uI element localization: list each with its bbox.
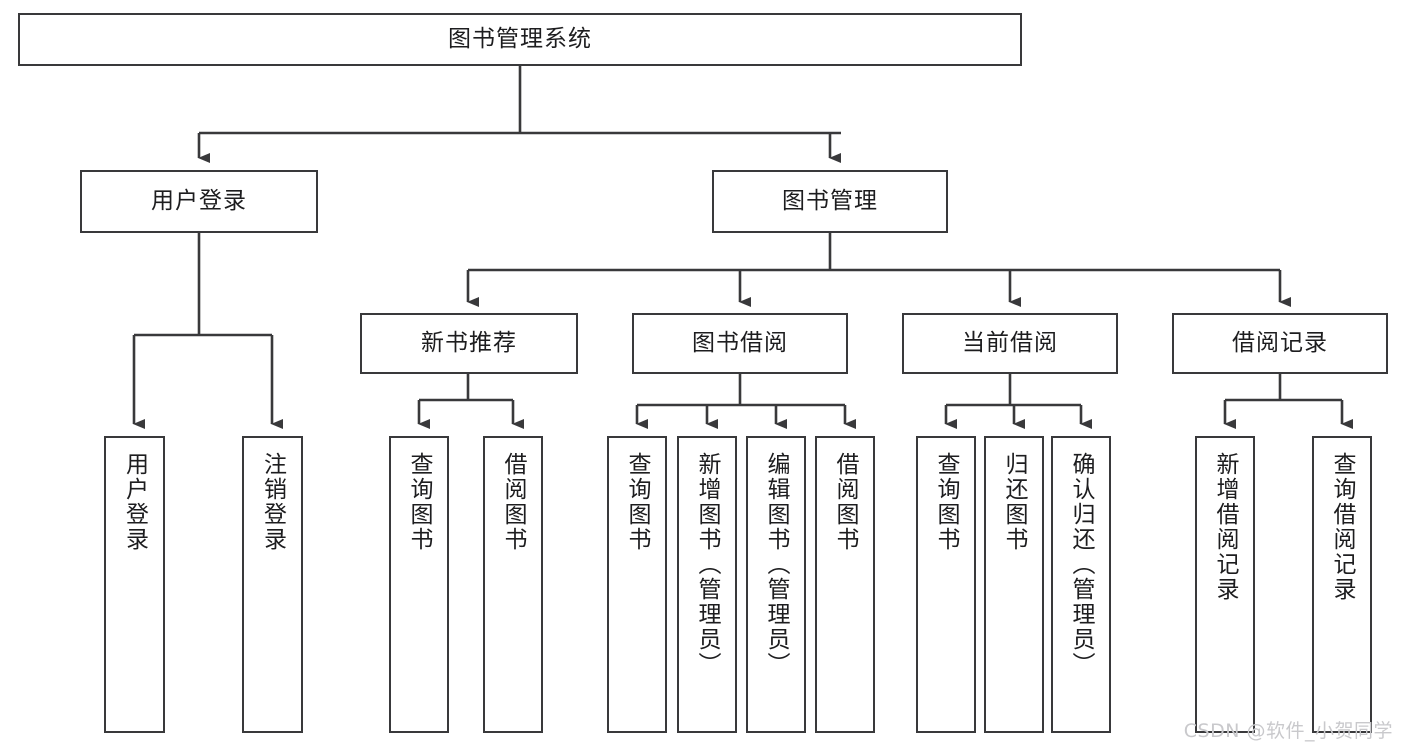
node-label: 注销登录 bbox=[259, 452, 286, 552]
leaf-borrow-book[interactable]: 借阅图书 bbox=[815, 436, 875, 733]
node-label: 编辑图书（管理员） bbox=[763, 452, 789, 677]
node-label: 归还图书 bbox=[1001, 452, 1027, 552]
node-label: 当前借阅 bbox=[962, 329, 1058, 356]
node-label: 查询借阅记录 bbox=[1329, 452, 1355, 602]
node-label: 新增借阅记录 bbox=[1212, 452, 1238, 602]
leaf-query-book-current[interactable]: 查询图书 bbox=[916, 436, 976, 733]
node-user-login[interactable]: 用户登录 bbox=[80, 170, 318, 233]
leaf-add-borrow-record[interactable]: 新增借阅记录 bbox=[1195, 436, 1255, 733]
node-book-management[interactable]: 图书管理 bbox=[712, 170, 948, 233]
watermark-text: CSDN @软件_小贺同学 bbox=[1183, 720, 1393, 742]
node-root-book-management-system[interactable]: 图书管理系统 bbox=[18, 13, 1022, 66]
leaf-edit-book-admin[interactable]: 编辑图书（管理员） bbox=[746, 436, 806, 733]
node-new-book-recommend[interactable]: 新书推荐 bbox=[360, 313, 578, 374]
node-label: 新书推荐 bbox=[421, 329, 517, 356]
leaf-add-book-admin[interactable]: 新增图书（管理员） bbox=[677, 436, 737, 733]
node-label: 用户登录 bbox=[121, 452, 148, 552]
node-label: 借阅图书 bbox=[832, 452, 858, 552]
leaf-logout-login[interactable]: 注销登录 bbox=[242, 436, 303, 733]
node-label: 借阅记录 bbox=[1232, 329, 1328, 356]
leaf-return-book[interactable]: 归还图书 bbox=[984, 436, 1044, 733]
leaf-query-borrow-record[interactable]: 查询借阅记录 bbox=[1312, 436, 1372, 733]
node-label: 查询图书 bbox=[406, 452, 432, 552]
node-book-borrow[interactable]: 图书借阅 bbox=[632, 313, 848, 374]
leaf-user-login[interactable]: 用户登录 bbox=[104, 436, 165, 733]
node-label: 确认归还（管理员） bbox=[1068, 452, 1094, 677]
node-label: 查询图书 bbox=[624, 452, 650, 552]
node-label: 借阅图书 bbox=[500, 452, 526, 552]
node-current-borrow[interactable]: 当前借阅 bbox=[902, 313, 1118, 374]
node-label: 图书借阅 bbox=[692, 329, 788, 356]
node-label: 用户登录 bbox=[151, 187, 247, 214]
node-label: 图书管理系统 bbox=[448, 25, 592, 52]
leaf-query-book-recommend[interactable]: 查询图书 bbox=[389, 436, 449, 733]
node-label: 图书管理 bbox=[782, 187, 878, 214]
node-borrow-record[interactable]: 借阅记录 bbox=[1172, 313, 1388, 374]
leaf-confirm-return-admin[interactable]: 确认归还（管理员） bbox=[1051, 436, 1111, 733]
leaf-query-book-borrow[interactable]: 查询图书 bbox=[607, 436, 667, 733]
node-label: 新增图书（管理员） bbox=[694, 452, 720, 677]
node-label: 查询图书 bbox=[933, 452, 959, 552]
leaf-borrow-book-recommend[interactable]: 借阅图书 bbox=[483, 436, 543, 733]
